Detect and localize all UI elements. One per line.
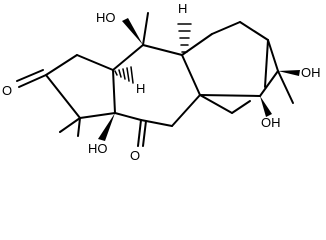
- cycloheptane-ring: [112, 44, 201, 127]
- hydrogen-label-top: H: [178, 1, 187, 16]
- chemical-structure-diagram: HO H H O HO O OH OH: [2, 1, 321, 163]
- hydroxyl-label-right-lower: OH: [261, 115, 281, 130]
- hydroxyl-label-bottom: HO: [88, 141, 108, 156]
- oxygen-label-left: O: [2, 83, 12, 98]
- oh-wedge-top: [122, 18, 143, 45]
- gem-dimethyl: [59, 117, 81, 137]
- h-hash-bond-top: [177, 23, 192, 53]
- methyl-top: [142, 12, 149, 46]
- oh-wedge-right: [278, 70, 300, 76]
- cyclopentanone-ring: [45, 54, 116, 119]
- ketone-bond-left: [16, 69, 47, 88]
- oh-wedge-right-lower: [260, 96, 272, 117]
- hydroxyl-label-right: OH: [301, 65, 321, 80]
- oxygen-label-bottom: O: [130, 148, 140, 163]
- h-hash-bond-mid: [114, 66, 134, 84]
- methyl-right: [277, 70, 294, 104]
- bicyclic-ring: [181, 21, 279, 114]
- oh-wedge-bottom: [98, 113, 115, 141]
- hydroxyl-label-top: HO: [96, 10, 116, 25]
- ketone-bond-bottom: [137, 119, 147, 147]
- hydrogen-label-mid: H: [136, 81, 145, 96]
